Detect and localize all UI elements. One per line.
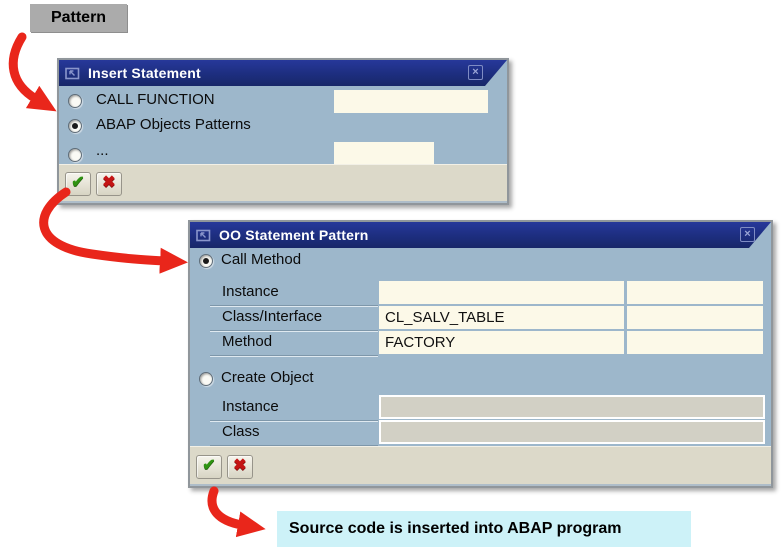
field-label-method: Method bbox=[222, 333, 273, 350]
oo-statement-pattern-toolbar: ✔ ✖ bbox=[190, 446, 771, 486]
instance-input[interactable] bbox=[379, 281, 624, 304]
dialog-title: Insert Statement bbox=[88, 65, 201, 81]
check-icon: ✔ bbox=[71, 174, 85, 191]
field-label-instance-disabled: Instance bbox=[222, 398, 279, 415]
insert-statement-dialog: Insert Statement × CALL FUNCTION ABAP Ob… bbox=[57, 58, 509, 205]
method-extra-input[interactable] bbox=[627, 331, 763, 354]
radio-label-abap-objects-patterns[interactable]: ABAP Objects Patterns bbox=[96, 116, 251, 133]
class-interface-input[interactable] bbox=[379, 306, 624, 329]
insert-statement-titlebar[interactable]: Insert Statement bbox=[59, 60, 507, 86]
radio-label-call-method[interactable]: Call Method bbox=[221, 251, 302, 268]
radio-abap-objects-patterns[interactable] bbox=[68, 119, 82, 133]
dialog-title: OO Statement Pattern bbox=[219, 227, 369, 243]
radio-create-object[interactable] bbox=[199, 372, 213, 386]
row-separator bbox=[210, 330, 378, 331]
row-separator bbox=[210, 305, 378, 306]
cancel-button[interactable]: ✖ bbox=[96, 172, 122, 196]
instance-extra-input[interactable] bbox=[627, 281, 763, 304]
radio-call-method[interactable] bbox=[199, 254, 213, 268]
confirm-button[interactable]: ✔ bbox=[196, 454, 222, 479]
field-label-instance: Instance bbox=[222, 283, 279, 300]
method-input[interactable] bbox=[379, 331, 624, 354]
radio-label-create-object[interactable]: Create Object bbox=[221, 369, 314, 386]
field-label-class-disabled: Class bbox=[222, 423, 260, 440]
red-flow-arrow-3 bbox=[207, 486, 266, 538]
close-icon[interactable]: × bbox=[468, 65, 483, 80]
oo-statement-pattern-titlebar[interactable]: OO Statement Pattern bbox=[190, 222, 771, 248]
radio-other[interactable] bbox=[68, 148, 82, 162]
call-function-input[interactable] bbox=[334, 90, 488, 113]
radio-call-function[interactable] bbox=[68, 94, 82, 108]
row-separator bbox=[210, 420, 378, 421]
pattern-label: Pattern bbox=[30, 4, 127, 32]
radio-label-call-function[interactable]: CALL FUNCTION bbox=[96, 91, 215, 108]
check-icon: ✔ bbox=[202, 456, 216, 474]
row-separator bbox=[210, 355, 378, 356]
x-icon: ✖ bbox=[102, 174, 116, 191]
oo-statement-pattern-dialog: OO Statement Pattern × Call Method Insta… bbox=[188, 220, 773, 488]
cancel-button[interactable]: ✖ bbox=[227, 454, 253, 479]
x-icon: ✖ bbox=[233, 456, 247, 474]
annotation-note: Source code is inserted into ABAP progra… bbox=[277, 511, 691, 547]
row-separator bbox=[210, 445, 378, 446]
dialog-window-icon bbox=[196, 229, 211, 242]
other-pattern-input[interactable] bbox=[334, 142, 434, 165]
field-label-class-interface: Class/Interface bbox=[222, 308, 323, 325]
radio-label-other[interactable]: ... bbox=[96, 142, 109, 159]
red-flow-arrow-1 bbox=[8, 32, 57, 112]
create-object-class-input bbox=[379, 420, 765, 444]
dialog-window-icon bbox=[65, 67, 80, 80]
close-icon[interactable]: × bbox=[740, 227, 755, 242]
insert-statement-toolbar: ✔ ✖ bbox=[59, 164, 507, 203]
confirm-button[interactable]: ✔ bbox=[65, 172, 91, 196]
create-object-instance-input bbox=[379, 395, 765, 419]
class-interface-extra-input[interactable] bbox=[627, 306, 763, 329]
